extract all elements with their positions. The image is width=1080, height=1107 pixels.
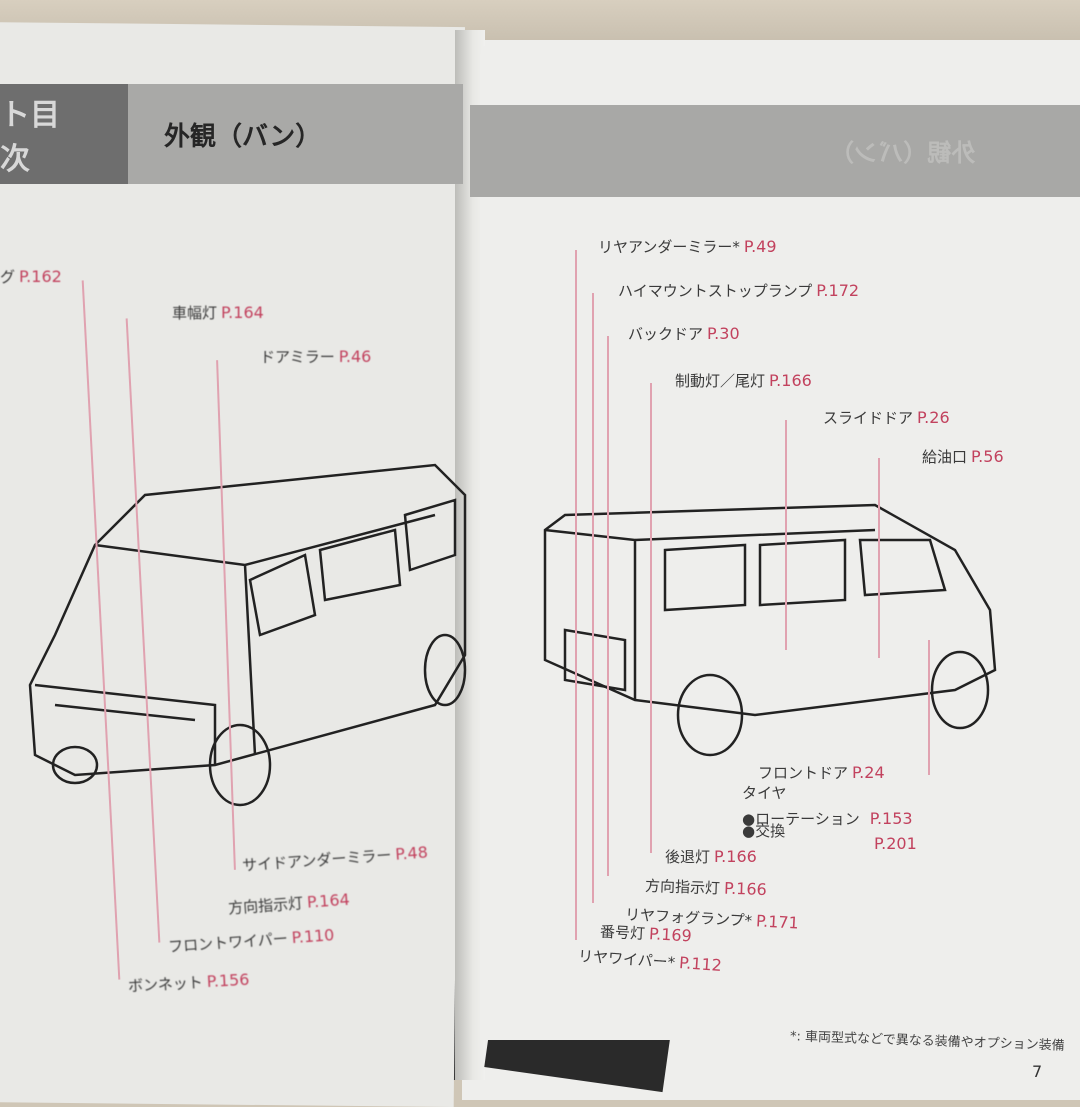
rear-van-illustration — [543, 503, 997, 757]
leader-line — [650, 383, 652, 853]
section-tab: ト目次 — [0, 84, 128, 184]
tire-label: タイヤ — [742, 784, 787, 802]
right-header-band: 外観（バン） — [470, 105, 1080, 197]
leader-line — [592, 293, 594, 903]
show-through-text: 外観（バン） — [830, 139, 976, 167]
page-title: 外観（バン） — [128, 84, 463, 184]
tire-replace: ●交換 — [742, 822, 786, 840]
leader-line — [607, 336, 609, 876]
right-page-cover — [480, 40, 1080, 1040]
leader-line — [878, 458, 880, 658]
leader-line — [928, 640, 930, 775]
leader-line — [785, 420, 787, 650]
page-number: 7 — [1032, 1062, 1043, 1081]
front-van-illustration — [28, 463, 467, 807]
tire-replace-page: P.201 — [874, 834, 917, 853]
leader-line — [575, 250, 577, 940]
callout-rear-under-mirror: リヤアンダーミラー*P.49 — [598, 237, 777, 256]
